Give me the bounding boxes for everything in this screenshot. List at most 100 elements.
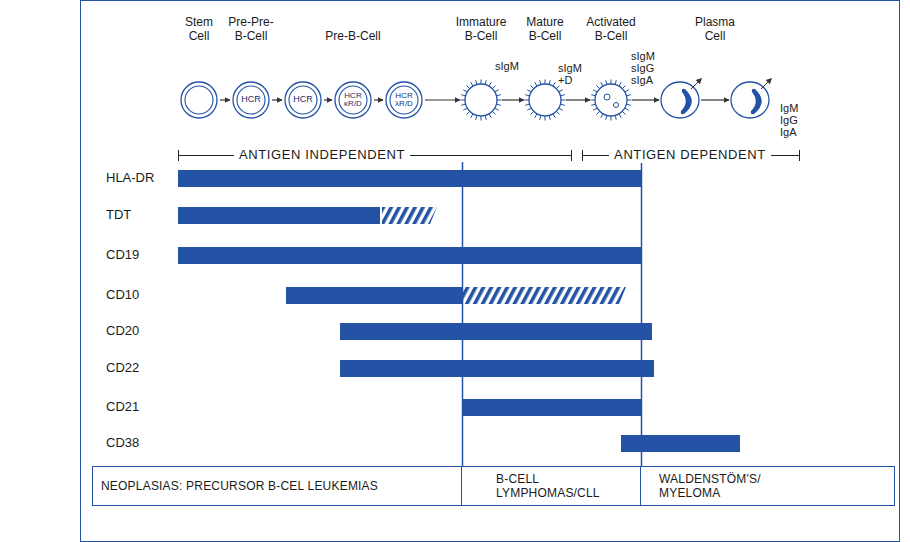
cell-membrane xyxy=(465,84,497,116)
expression-bar xyxy=(178,170,641,187)
immunoglobulin-label: sIgM +D xyxy=(558,62,588,86)
marker-bars xyxy=(178,170,740,452)
surface-receptor xyxy=(495,90,499,92)
surface-receptor xyxy=(492,111,495,114)
surface-receptor xyxy=(553,114,555,118)
cell-outline xyxy=(591,80,631,120)
cell-membrane xyxy=(595,84,627,116)
gene-label: HCR λR/D xyxy=(391,92,417,109)
surface-receptor xyxy=(549,115,550,119)
cell-node: HCR xyxy=(283,80,323,120)
surface-receptor xyxy=(625,90,629,92)
surface-receptor xyxy=(611,116,612,121)
surface-receptor xyxy=(481,80,482,85)
cell-node: Pre-Pre- B-CellHCR xyxy=(231,80,271,120)
surface-receptor xyxy=(461,104,465,105)
surface-receptor xyxy=(497,100,502,101)
cell-node: HCR λR/D xyxy=(384,80,424,120)
maturation-arrow xyxy=(566,99,590,100)
phase-label: ANTIGEN DEPENDENT xyxy=(609,148,771,162)
surface-receptor xyxy=(525,95,529,96)
cell-nucleus xyxy=(339,86,367,114)
fading-bar xyxy=(382,207,437,224)
surface-receptor xyxy=(535,82,537,86)
surface-receptor xyxy=(626,104,630,105)
surface-receptor xyxy=(560,95,564,96)
surface-receptor xyxy=(553,82,555,86)
marker-name: CD19 xyxy=(106,248,139,262)
stage-heading: Activated B-Cell xyxy=(582,16,640,44)
marker-name: CD38 xyxy=(106,436,139,450)
maturation-arrow xyxy=(220,99,230,100)
maturation-arrow xyxy=(324,99,332,100)
stage-dividers xyxy=(463,162,642,467)
surface-receptor xyxy=(485,115,486,119)
stage-heading: Plasma Cell xyxy=(692,16,738,44)
maturation-arrow xyxy=(632,99,659,100)
surface-receptor xyxy=(495,108,499,110)
marker-name: CD22 xyxy=(106,361,139,375)
stage-heading: Pre-Pre- B-Cell xyxy=(225,16,277,44)
marker-name: CD10 xyxy=(106,288,139,302)
surface-receptor xyxy=(556,111,559,114)
gene-label: HCR xyxy=(290,95,316,104)
expression-bar xyxy=(340,323,652,340)
surface-receptor xyxy=(481,116,482,121)
surface-receptor xyxy=(461,95,465,96)
neoplasia-text: B-CELL LYMPHOMAS/CLL xyxy=(496,472,606,501)
cell-outline xyxy=(660,80,700,120)
surface-receptor xyxy=(626,95,630,96)
cell-membrane xyxy=(285,82,321,118)
marker-name: CD20 xyxy=(106,324,139,338)
surface-receptor xyxy=(525,104,529,105)
neoplasia-box: B-CELL LYMPHOMAS/CLL xyxy=(462,466,641,506)
surface-receptor xyxy=(625,108,629,110)
cell-nucleus xyxy=(390,86,418,114)
expression-bar xyxy=(621,435,740,452)
immunoglobulin-label: IgM IgG IgA xyxy=(780,102,808,138)
surface-receptor xyxy=(619,114,621,118)
surface-receptor xyxy=(606,115,607,119)
surface-receptor xyxy=(591,104,595,105)
expression-bar xyxy=(178,247,641,264)
surface-receptor xyxy=(601,114,603,118)
surface-receptor xyxy=(615,80,616,84)
expression-bar xyxy=(178,207,380,224)
surface-receptor xyxy=(463,108,467,110)
neoplasia-text: WALDENSTÖM'S/ MYELOMA xyxy=(659,472,769,501)
bracket-tick xyxy=(582,150,583,161)
divider-line xyxy=(641,162,643,467)
maturation-arrow xyxy=(374,99,383,100)
surface-receptor xyxy=(559,90,563,92)
surface-receptor xyxy=(561,100,566,101)
surface-receptor xyxy=(471,114,473,118)
surface-receptor xyxy=(527,90,531,92)
maturation-arrow xyxy=(701,99,729,100)
stage-heading: Pre-B-Cell xyxy=(313,30,393,44)
secretion-arrow xyxy=(691,81,699,89)
surface-receptor xyxy=(535,114,537,118)
maturation-arrow xyxy=(425,99,460,100)
surface-receptor xyxy=(476,115,477,119)
surface-receptor xyxy=(485,80,486,84)
cell-membrane xyxy=(233,82,269,118)
cell-membrane xyxy=(181,82,217,118)
surface-receptor xyxy=(531,111,534,114)
surface-receptor xyxy=(627,100,632,101)
cell-membrane xyxy=(661,82,699,118)
phase-label: ANTIGEN INDEPENDENT xyxy=(234,148,410,162)
outer-frame xyxy=(81,1,900,542)
cell-outline xyxy=(461,80,501,120)
secretion-arrowhead xyxy=(766,78,772,84)
surface-receptor xyxy=(476,80,477,84)
surface-receptor xyxy=(496,95,500,96)
surface-receptor xyxy=(540,80,541,84)
plasma-nucleus xyxy=(681,89,692,114)
expression-bar xyxy=(340,360,654,377)
stage-heading: Immature B-Cell xyxy=(452,16,510,44)
surface-receptor xyxy=(591,100,596,101)
cell-node: Mature B-CellsIgM +D xyxy=(525,80,565,120)
cell-membrane xyxy=(529,84,561,116)
surface-receptor xyxy=(467,86,470,89)
